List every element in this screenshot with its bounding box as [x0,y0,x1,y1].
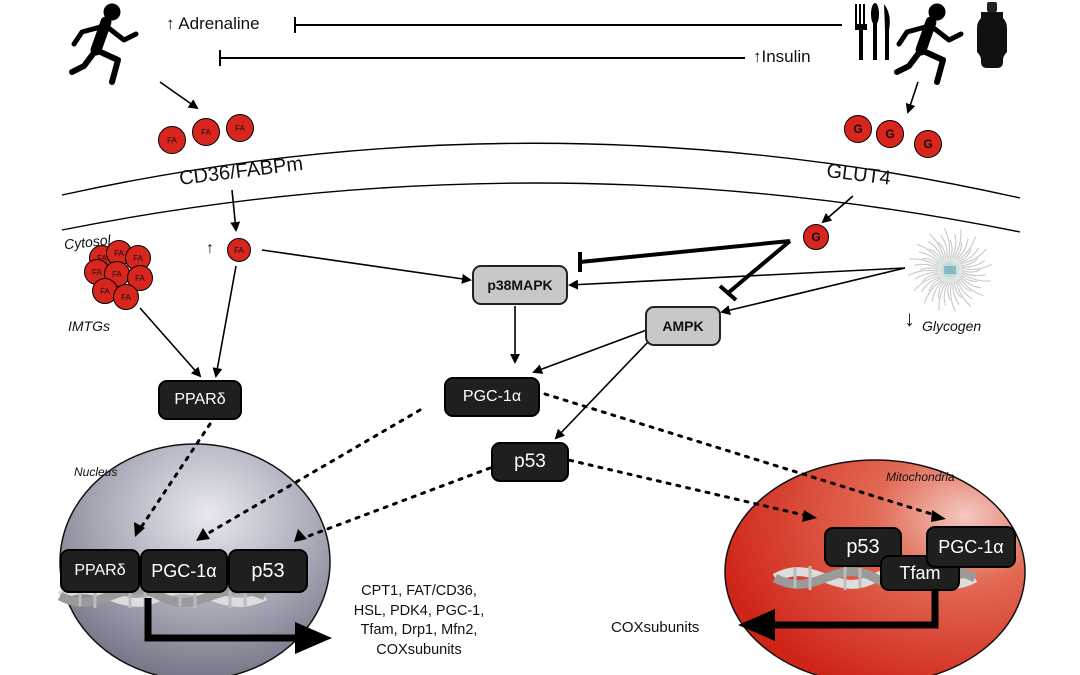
adrenaline-label: ↑ Adrenaline [166,14,260,34]
up-arrow-glyph: ↑ [166,14,175,33]
nucleus-p53-node: p53 [228,549,308,593]
mito-arrowhead [738,609,775,641]
nucleus-pgc1a-node: PGC-1α [140,549,228,593]
p53-node: p53 [491,442,569,482]
adrenaline-text: Adrenaline [178,14,260,33]
glucose-molecule: G [844,115,872,143]
glucose-inhibition [578,239,792,302]
mito-target-genes: COXsubunits [611,619,700,636]
fatty-acid-molecule: FA [192,118,220,146]
insulin-text: Insulin [761,47,811,66]
glucose-molecule: G [876,120,904,148]
imtgs-label: IMTGs [68,318,110,334]
runner-icon [69,3,139,85]
gene-line: COXsubunits [376,641,462,658]
pgc1a-node: PGC-1α [444,377,540,417]
p38mapk-node: p38MAPK [472,265,568,305]
insulin-inhibition-line [219,50,745,66]
insulin-label: ↑Insulin [753,47,811,67]
glycogen-granule-icon [908,228,992,312]
glycogen-decrease-arrow: ↓ [904,306,915,331]
fatty-acid-molecule: FA [113,284,139,310]
ampk-node: AMPK [645,306,721,346]
runner-icon [894,3,964,85]
fa-increase-arrow: ↑ [206,240,214,257]
cutlery-icon [855,3,890,60]
fatty-acid-molecule: FA [227,238,251,262]
mitochondria-label: Mitochondria [886,470,955,484]
solid-arrows [139,81,919,440]
glucose-molecule: G [914,130,942,158]
dotted-arrows [136,392,940,542]
nuclear-target-genes: CPT1, FAT/CD36, HSL, PDK4, PGC-1, Tfam, … [316,582,522,660]
glycogen-label: Glycogen [922,318,982,334]
nucleus-ppard-node: PPARδ [60,549,140,593]
gene-line: Tfam, Drp1, Mfn2, [360,622,478,638]
adrenaline-inhibition-line [294,17,842,33]
ppard-node: PPARδ [158,380,242,420]
gene-line: HSL, PDK4, PGC-1, [353,602,485,619]
mito-p53-node: p53 [824,527,902,567]
mito-pgc1a-node: PGC-1α [926,526,1016,568]
outer-membrane-line [61,142,1021,199]
mitochondria-shape [724,459,1026,675]
fatty-acid-molecule: FA [158,126,186,154]
gene-line: CPT1, FAT/CD36, [361,583,477,599]
glucose-molecule: G [803,224,829,250]
dotted-arrowheads [134,510,946,542]
mito-transcription-arrow [770,585,939,629]
up-arrow-glyph: ↑ [753,47,762,66]
nucleus-label: Nucleus [74,465,118,479]
nuclear-transcription-arrow [144,598,300,642]
sports-bottle-icon [977,2,1007,68]
inner-membrane-line [61,182,1021,233]
fatty-acid-molecule: FA [226,114,254,142]
nuclear-arrowhead [295,622,332,654]
